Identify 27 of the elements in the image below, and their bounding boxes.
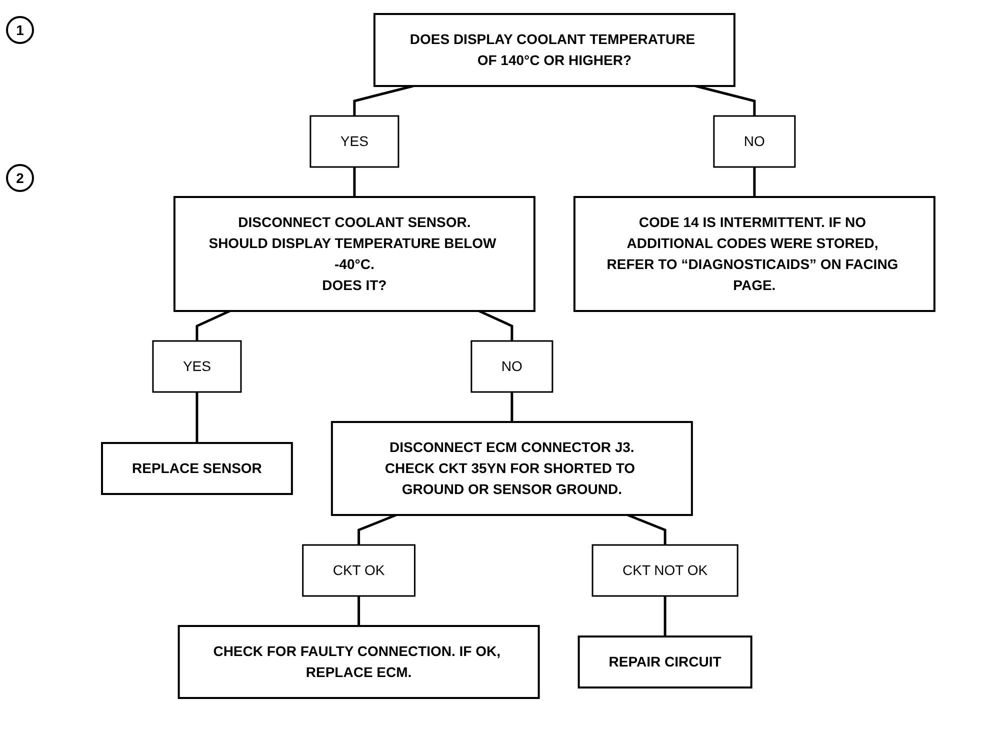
node-box: YES xyxy=(152,340,242,393)
connector xyxy=(664,596,666,636)
connector xyxy=(196,392,198,443)
node-box: NO xyxy=(470,340,553,393)
connector xyxy=(627,514,666,545)
node-box: REPLACE SENSOR xyxy=(100,442,293,495)
node-box: YES xyxy=(309,115,399,168)
connector xyxy=(352,84,414,116)
node-box: DISCONNECT COOLANT SENSOR. SHOULD DISPLAY TEMPERATURE BELOW -40°C. DOES IT? xyxy=(173,196,536,312)
connector xyxy=(352,167,356,197)
node-box: DISCONNECT ECM CONNECTOR J3. CHECK CKT 35YN FOR SHORTED TO GROUND OR SENSOR GROUND. xyxy=(330,421,693,516)
connector xyxy=(357,514,396,545)
node-box: NO xyxy=(712,115,796,168)
connector xyxy=(695,84,756,116)
node-box: CHECK FOR FAULTY CONNECTION. IF OK, REPLACE ECM. xyxy=(178,624,540,699)
connector xyxy=(478,310,513,341)
connector xyxy=(357,596,360,626)
connector xyxy=(752,167,756,197)
step-number: 1 xyxy=(6,16,34,44)
node-box: DOES DISPLAY COOLANT TEMPERATURE OF 140°C OR HIGHER? xyxy=(373,13,736,87)
connector xyxy=(510,392,513,422)
node-box: CKT NOT OK xyxy=(592,544,738,597)
connector xyxy=(196,310,230,341)
node-box: REPAIR CIRCUIT xyxy=(578,635,752,688)
node-box: CODE 14 IS INTERMITTENT. IF NO ADDITIONAL CODES WERE STORED, REFER TO “DIAGNOSTICAIDS” ON FACING PAGE. xyxy=(573,196,936,312)
step-number: 2 xyxy=(6,164,34,192)
node-box: CKT OK xyxy=(302,544,416,597)
